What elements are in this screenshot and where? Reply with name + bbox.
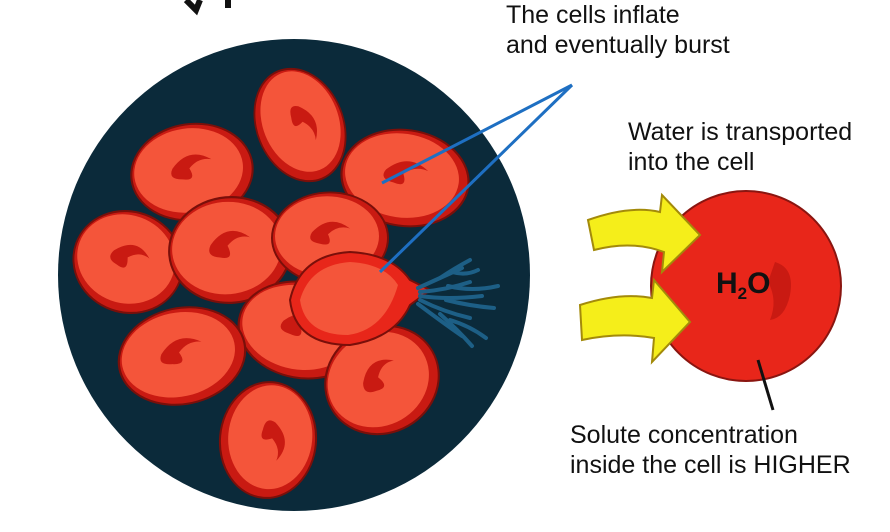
formula-element: H xyxy=(716,267,738,300)
burst-label: The cells inflate and eventually burst xyxy=(506,0,730,60)
formula-subscript: 2 xyxy=(737,284,748,303)
cell-body xyxy=(650,190,842,382)
bursting-cell xyxy=(288,250,500,348)
single-cell xyxy=(578,190,842,411)
yellow-arrow-icon xyxy=(578,277,692,365)
cell-dimple xyxy=(768,262,791,320)
formula-element-2: O xyxy=(747,267,771,300)
water-label: Water is transported into the cell xyxy=(628,117,852,177)
burst-label-line2: and eventually burst xyxy=(506,31,730,59)
yellow-arrow-icon xyxy=(586,192,702,275)
burst-leak xyxy=(416,258,500,348)
water-inflow-arrows xyxy=(578,192,702,365)
h2o-formula: H2O xyxy=(716,268,770,310)
pointer-line xyxy=(378,83,574,274)
cell-cluster xyxy=(57,39,574,511)
solute-label-line2: inside the cell is HIGHER xyxy=(570,451,851,479)
burst-label-line1: The cells inflate xyxy=(506,1,680,29)
pointer-line xyxy=(381,83,573,185)
pointer-lines xyxy=(378,83,574,274)
water-label-line2: into the cell xyxy=(628,148,755,176)
water-label-line1: Water is transported xyxy=(628,118,853,146)
solute-label: Solute concentration inside the cell is … xyxy=(570,420,851,480)
solute-label-line1: Solute concentration xyxy=(570,421,798,449)
solute-pointer-line xyxy=(756,359,775,411)
title-fragment xyxy=(183,0,231,16)
